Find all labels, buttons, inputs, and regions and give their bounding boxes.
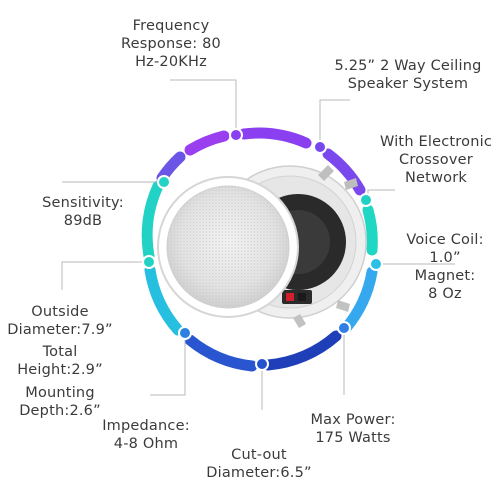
crossover-label: With Electronic Crossover Network (374, 133, 498, 187)
sensitivity-line-1: Sensitivity: (42, 195, 124, 211)
mounting-depth-line-2: Depth:2.6” (19, 403, 101, 419)
dot-voice-coil (369, 257, 383, 271)
dot-crossover (359, 193, 373, 207)
frequency-label: Frequency Response: 80 Hz-20KHz (108, 17, 234, 71)
dot-left (142, 255, 156, 269)
dot-impedance (255, 357, 269, 371)
crossover-line-3: Network (405, 170, 467, 186)
ring-arc-bottom-left (184, 334, 258, 372)
impedance-line-1: Impedance: (102, 418, 190, 434)
ring-dots (142, 128, 383, 371)
impedance-line-2: 4-8 Ohm (113, 436, 179, 452)
voice-coil-line-2: 1.0” (429, 250, 461, 266)
outside-diameter-line-2: Diameter:7.9” (7, 322, 113, 338)
sensitivity-line-2: 89dB (63, 213, 103, 229)
ring-arc-top-left-1 (184, 130, 230, 156)
total-height-line-2: Height:2.9” (17, 362, 103, 378)
dot-frequency (229, 128, 243, 142)
size-label: 5.25” 2 Way Ceiling Speaker System (322, 57, 494, 93)
connector-outside-diameter (61, 261, 149, 290)
cutout-line-2: Diameter:6.5” (206, 465, 312, 481)
magnet-line-2: 8 Oz (428, 286, 462, 302)
gradient-ring (141, 127, 378, 372)
cutout-line-1: Cut-out (231, 447, 287, 463)
size-line-2: Speaker System (347, 76, 469, 92)
frequency-line-1: Frequency (132, 18, 210, 34)
size-line-1: 5.25” 2 Way Ceiling (334, 58, 482, 74)
ring-arc-left-upper (141, 180, 164, 262)
ring-arc-top-right (322, 148, 366, 196)
dot-sensitivity (157, 175, 171, 189)
voice-coil-label: Voice Coil: 1.0” Magnet: 8 Oz (392, 231, 498, 303)
ring-arc-bottom-right (262, 330, 342, 371)
total-height-line-1: Total (42, 344, 78, 360)
ring-arc-right (362, 204, 378, 256)
outside-diameter-label: Outside Diameter:7.9” (2, 303, 118, 339)
mounting-depth-line-1: Mounting (25, 385, 95, 401)
max-power-line-2: 175 Watts (315, 430, 391, 446)
dot-size (313, 140, 327, 154)
crossover-line-2: Crossover (399, 152, 473, 168)
frequency-line-3: Hz-20KHz (135, 54, 207, 70)
max-power-line-1: Max Power: (310, 412, 396, 428)
outside-diameter-line-1: Outside (31, 304, 89, 320)
total-height-label: Total Height:2.9” (10, 343, 110, 379)
connector-size (319, 99, 350, 145)
sensitivity-label: Sensitivity: 89dB (28, 194, 138, 230)
magnet-line-1: Magnet: (414, 268, 476, 284)
connector-mounting (150, 330, 186, 396)
mounting-depth-label: Mounting Depth:2.6” (8, 384, 112, 420)
dot-max-power (337, 321, 351, 335)
voice-coil-line-1: Voice Coil: (406, 232, 484, 248)
ring-arc-top (238, 127, 312, 149)
speaker-grille-icon (157, 176, 299, 318)
max-power-label: Max Power: 175 Watts (300, 411, 406, 447)
connector-lines (61, 79, 455, 410)
impedance-label: Impedance: 4-8 Ohm (96, 417, 196, 453)
ring-arc-left-lower (144, 264, 184, 336)
cutout-label: Cut-out Diameter:6.5” (200, 446, 318, 482)
dot-mounting (178, 326, 192, 340)
crossover-line-1: With Electronic (379, 134, 492, 150)
connector-frequency (170, 79, 237, 135)
frequency-line-2: Response: 80 (121, 36, 221, 52)
ring-arc-top-left-2 (156, 151, 186, 184)
